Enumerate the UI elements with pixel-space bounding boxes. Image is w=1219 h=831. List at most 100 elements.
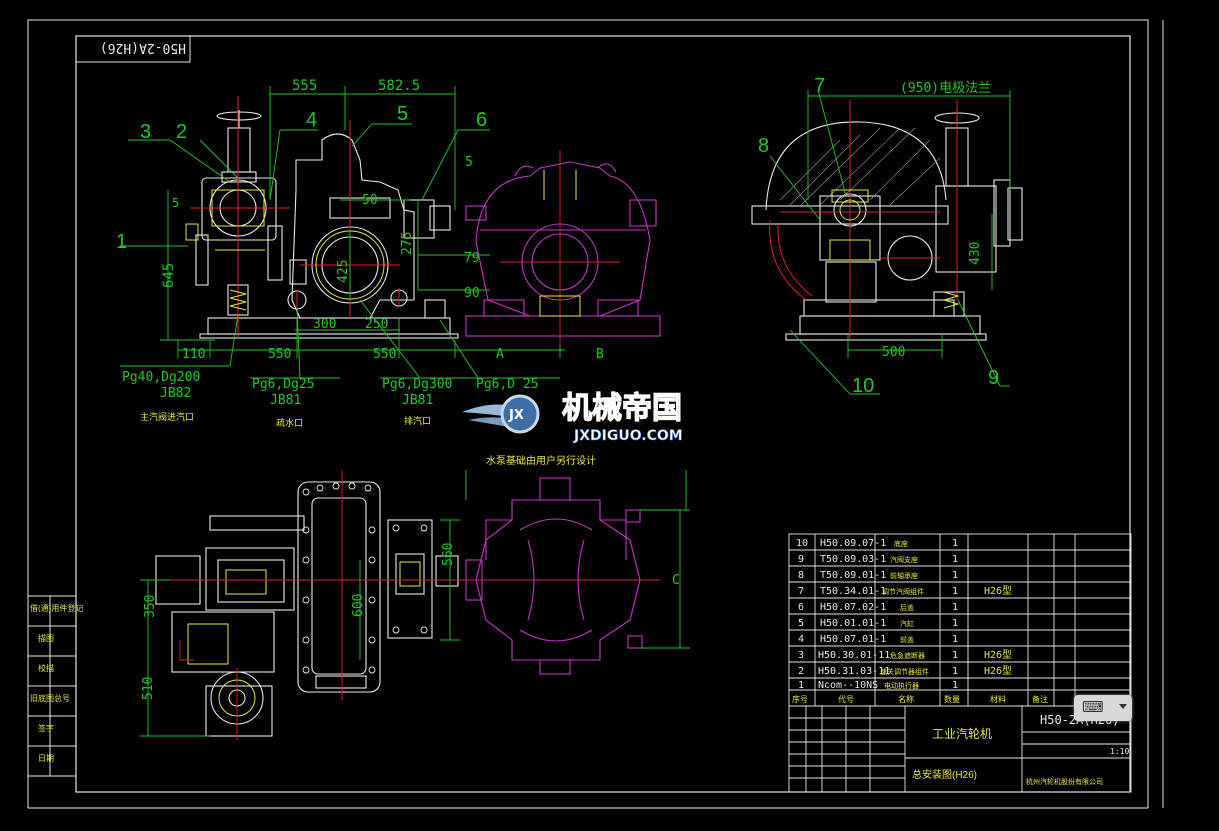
bom-code: H50.31.03-11 <box>818 666 890 677</box>
side-label-3: 旧底图总号 <box>30 693 70 703</box>
front-balloons: 3 2 4 5 6 1 <box>116 103 487 253</box>
callout-drain: Pg6,Dg25 <box>252 377 315 392</box>
bom-name: 调节汽阀组件 <box>882 587 924 596</box>
bom-table <box>788 533 1132 707</box>
side-view-yellow <box>829 189 960 309</box>
dim-510: 510 <box>141 677 156 700</box>
label-drain: 疏水口 <box>276 417 303 428</box>
balloon-6: 6 <box>476 109 487 131</box>
dim-430: 430 <box>968 242 983 265</box>
bom-name: 后盖 <box>900 603 914 612</box>
dim-A: A <box>496 347 504 362</box>
bom-no: 2 <box>798 666 804 677</box>
bom-code: T50.34.01-1 <box>820 586 886 597</box>
bom-row-7: 7 T50.34.01-1 调节汽阀组件 1 H26型 <box>798 584 1012 597</box>
bom-qty: 1 <box>952 554 958 565</box>
bom-qty: 1 <box>952 538 958 549</box>
dim-50: 50 <box>362 193 378 208</box>
bom-header-name: 名称 <box>898 694 914 704</box>
dim-300: 300 <box>313 317 336 332</box>
dim-500: 500 <box>882 345 905 360</box>
dim-5-a: 5 <box>172 196 179 210</box>
bom-qty: 1 <box>952 602 958 613</box>
bom-name: 速关调节器组件 <box>880 667 929 676</box>
bom-name: 底座 <box>894 539 908 548</box>
title-scale: 1:10 <box>1110 747 1129 756</box>
pump-plan-view <box>465 477 643 675</box>
bom-row-1: 1 Ncom--10NS 电动执行器 1 <box>798 680 958 691</box>
bom-header-note: 备注 <box>1032 694 1048 704</box>
bom-no: 6 <box>798 602 804 613</box>
bom-qty: 1 <box>952 650 958 661</box>
bom-row-9: 9 T50.09.03-1 汽阀支座 1 <box>798 554 958 565</box>
bom-qty: 1 <box>952 680 958 691</box>
side-view-hatch <box>779 127 941 207</box>
side-label-1: 描图 <box>38 633 54 643</box>
front-view-turbine <box>195 110 459 339</box>
dim-645: 645 <box>161 263 177 288</box>
bom-name: 汽缸 <box>900 619 914 628</box>
dim-550-b: 550 <box>373 347 396 362</box>
callout-4: Pg6,D 25 <box>476 377 539 392</box>
dim-90: 90 <box>464 286 480 301</box>
bom-no: 9 <box>798 554 804 565</box>
bom-header-code: 代号 <box>838 694 854 704</box>
bom-code: H50.07.01-1 <box>820 634 886 645</box>
bom-name: 电动执行器 <box>884 681 919 690</box>
bom-row-5: 5 H50.01.01-1 汽缸 1 <box>798 618 958 629</box>
callout-exhaust-std: JB81 <box>402 393 433 408</box>
bom-no: 4 <box>798 634 804 645</box>
callout-inlet-std: JB82 <box>160 386 191 401</box>
balloon-10: 10 <box>852 375 874 397</box>
title-drawing-name: 总安装图(H26) <box>912 768 977 781</box>
side-label-strip <box>27 595 77 777</box>
plan-view-red <box>150 470 660 740</box>
watermark-badge: JX <box>508 408 524 423</box>
bom-code: T50.09.01-1 <box>820 570 886 581</box>
balloon-4: 4 <box>306 109 317 131</box>
bom-row-10: 10 H50.09.07-1 底座 1 <box>796 538 958 549</box>
plan-dimension-lines <box>140 470 690 737</box>
bom-no: 5 <box>798 618 804 629</box>
side-label-0: 借(通)用件登记 <box>30 603 83 613</box>
dim-250: 250 <box>365 317 388 332</box>
title-product: 工业汽轮机 <box>932 726 992 741</box>
plan-view-bolts <box>302 482 428 674</box>
pump-front-view <box>465 161 661 337</box>
dim-425: 425 <box>336 260 351 283</box>
dim-582-5: 582.5 <box>378 78 420 94</box>
pill-arrow-icon <box>1119 704 1127 709</box>
balloon-9: 9 <box>988 367 999 389</box>
bom-code: H50.30.01-11 <box>818 650 890 661</box>
dim-110: 110 <box>182 347 205 362</box>
bom-no: 7 <box>798 586 804 597</box>
side-label-4: 签字 <box>38 723 54 733</box>
input-method-pill[interactable]: ⌨ <box>1074 695 1132 721</box>
bom-code: Ncom--10NS <box>818 680 878 691</box>
bom-header: 序号 代号 名称 数量 材料 备注 <box>792 694 1048 704</box>
dim-555: 555 <box>292 78 317 94</box>
label-exhaust: 排汽口 <box>404 415 431 426</box>
bom-code: H50.01.01-1 <box>820 618 886 629</box>
bom-row-4: 4 H50.07.01-1 前盖 1 <box>798 634 958 645</box>
watermark-title: 机械帝国 <box>562 391 682 426</box>
balloon-1: 1 <box>116 231 127 253</box>
bom-name: 危急遮断器 <box>890 651 925 660</box>
pump-front-centerlines <box>500 150 620 345</box>
bom-qty: 1 <box>952 570 958 581</box>
bom-row-6: 6 H50.07.02-1 后盖 1 <box>798 602 958 613</box>
bom-no: 8 <box>798 570 804 581</box>
callout-inlet: Pg40,Dg200 <box>122 370 200 385</box>
dim-950-flange: (950)电极法兰 <box>900 81 991 96</box>
side-dimension-lines <box>769 89 1011 395</box>
plan-view-yellow <box>187 561 421 717</box>
bom-note: H26型 <box>984 648 1012 661</box>
balloon-5: 5 <box>397 103 408 125</box>
bom-code: H50.09.07-1 <box>820 538 886 549</box>
title-company: 杭州汽轮机股份有限公司 <box>1026 777 1103 786</box>
dim-5-b: 5 <box>465 155 473 170</box>
bom-name: 前盖 <box>900 635 914 644</box>
balloon-8: 8 <box>758 135 769 157</box>
front-callout-labels: 主汽阀进汽口 疏水口 排汽口 <box>140 411 431 428</box>
